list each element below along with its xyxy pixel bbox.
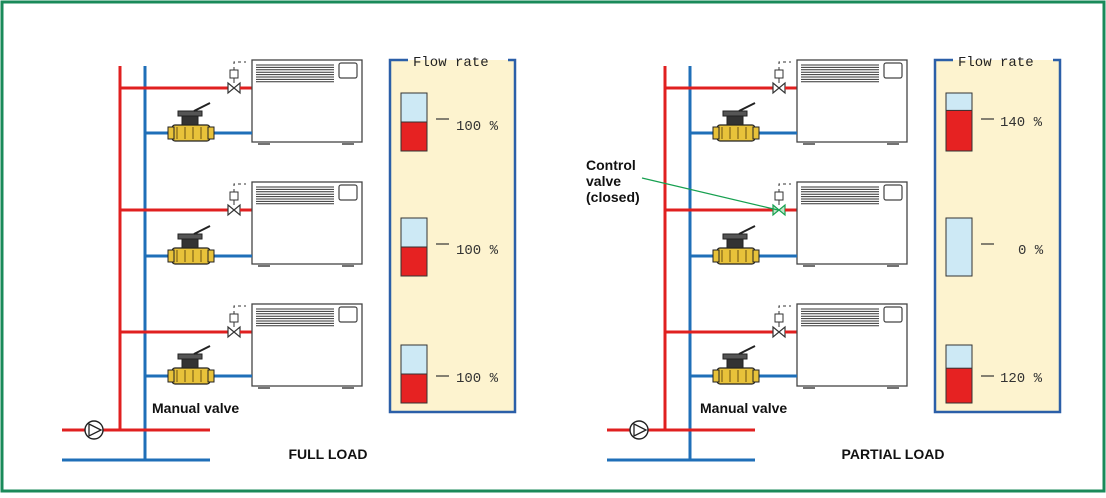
radiator-icon — [796, 59, 908, 145]
manual-valve-body — [171, 367, 211, 385]
manual-valve-icon — [167, 102, 215, 142]
flow-label-right-2: 0 % — [1018, 243, 1044, 259]
full-load-caption: FULL LOAD — [288, 446, 367, 462]
partial-load-caption: PARTIAL LOAD — [842, 446, 945, 462]
manual-valve-nut — [167, 369, 175, 383]
manual-valve-nut — [167, 126, 175, 140]
manual-valve-label-right: Manual valve — [700, 400, 787, 416]
flow-bar-fill — [400, 373, 428, 404]
actuator-wire — [778, 183, 791, 192]
manual-valve-handle — [722, 353, 748, 360]
flow-bar-fill — [945, 109, 973, 152]
manual-valve-lever — [738, 102, 756, 112]
control-valve-callout-line1: Control — [586, 157, 636, 173]
control-valve-icon — [772, 203, 786, 217]
manual-valve-handle — [177, 110, 203, 117]
flow-rate-panel — [388, 58, 517, 414]
manual-valve-icon — [712, 225, 760, 265]
manual-valve-handle — [177, 353, 203, 360]
radiator-icon — [796, 303, 908, 389]
valve-actuator-icon — [774, 313, 784, 323]
manual-valve-handle — [722, 233, 748, 240]
control-valve-icon — [227, 325, 241, 339]
actuator-wire — [233, 305, 246, 314]
flow-label-left-3: 100 % — [456, 371, 499, 387]
manual-valve-nut — [712, 249, 720, 263]
pump-arrow-icon — [88, 422, 103, 438]
manual-valve-body — [716, 124, 756, 142]
manual-valve-lever — [193, 225, 211, 235]
manual-valve-nut — [752, 126, 760, 140]
flow-rate-title-left: Flow rate — [413, 55, 489, 71]
valve-actuator-icon — [774, 69, 784, 79]
manual-valve-icon — [712, 102, 760, 142]
actuator-wire — [233, 61, 246, 70]
manual-valve-nut — [207, 249, 215, 263]
radiator-control-box — [883, 62, 903, 79]
manual-valve-nut — [752, 369, 760, 383]
manual-valve-lever — [193, 345, 211, 355]
manual-valve-icon — [712, 345, 760, 385]
flow-label-left-1: 100 % — [456, 119, 499, 135]
full-load-diagram — [62, 58, 517, 462]
manual-valve-body — [171, 247, 211, 265]
radiator-control-box — [338, 306, 358, 323]
actuator-wire — [778, 305, 791, 314]
radiator-icon — [251, 59, 363, 145]
radiator-control-box — [338, 184, 358, 201]
flow-bar-fill — [400, 121, 428, 152]
valve-actuator-icon — [229, 191, 239, 201]
manual-valve-lever — [738, 225, 756, 235]
control-valve-icon — [227, 81, 241, 95]
control-valve-callout-line2: valve — [586, 173, 621, 189]
radiator-body — [796, 59, 908, 143]
manual-valve-body — [171, 124, 211, 142]
flow-bar-fill — [400, 246, 428, 277]
manual-valve-handle — [722, 110, 748, 117]
flow-rate-panel — [933, 58, 1062, 414]
manual-valve-nut — [752, 249, 760, 263]
control-valve-icon — [772, 325, 786, 339]
manual-valve-icon — [167, 345, 215, 385]
control-valve-callout-leader — [641, 177, 779, 211]
manual-valve-nut — [207, 369, 215, 383]
actuator-wire — [778, 61, 791, 70]
manual-valve-body — [716, 247, 756, 265]
manual-valve-nut — [207, 126, 215, 140]
control-valve-icon — [772, 81, 786, 95]
flow-bar-fill — [945, 367, 973, 404]
radiator-control-box — [883, 306, 903, 323]
radiator-icon — [251, 181, 363, 267]
flow-label-right-3: 120 % — [1000, 371, 1043, 387]
radiator-icon — [251, 303, 363, 389]
manual-valve-nut — [712, 369, 720, 383]
flow-label-left-2: 100 % — [456, 243, 499, 259]
manual-valve-lever — [193, 102, 211, 112]
valve-actuator-icon — [774, 191, 784, 201]
manual-valve-label-left: Manual valve — [152, 400, 239, 416]
partial-load-diagram — [607, 58, 1062, 462]
manual-valve-nut — [167, 249, 175, 263]
manual-valve-icon — [167, 225, 215, 265]
valve-actuator-icon — [229, 313, 239, 323]
manual-valve-handle — [177, 233, 203, 240]
valve-actuator-icon — [229, 69, 239, 79]
control-valve-icon — [227, 203, 241, 217]
control-valve-callout-line3: (closed) — [586, 189, 640, 205]
flow-bar-container — [945, 217, 973, 277]
flow-label-right-1: 140 % — [1000, 115, 1043, 131]
manual-valve-lever — [738, 345, 756, 355]
manual-valve-nut — [712, 126, 720, 140]
flow-rate-title-right: Flow rate — [958, 55, 1034, 71]
radiator-icon — [796, 181, 908, 267]
pump-arrow-icon — [633, 422, 648, 438]
manual-valve-body — [716, 367, 756, 385]
actuator-wire — [233, 183, 246, 192]
radiator-control-box — [338, 62, 358, 79]
radiator-control-box — [883, 184, 903, 201]
